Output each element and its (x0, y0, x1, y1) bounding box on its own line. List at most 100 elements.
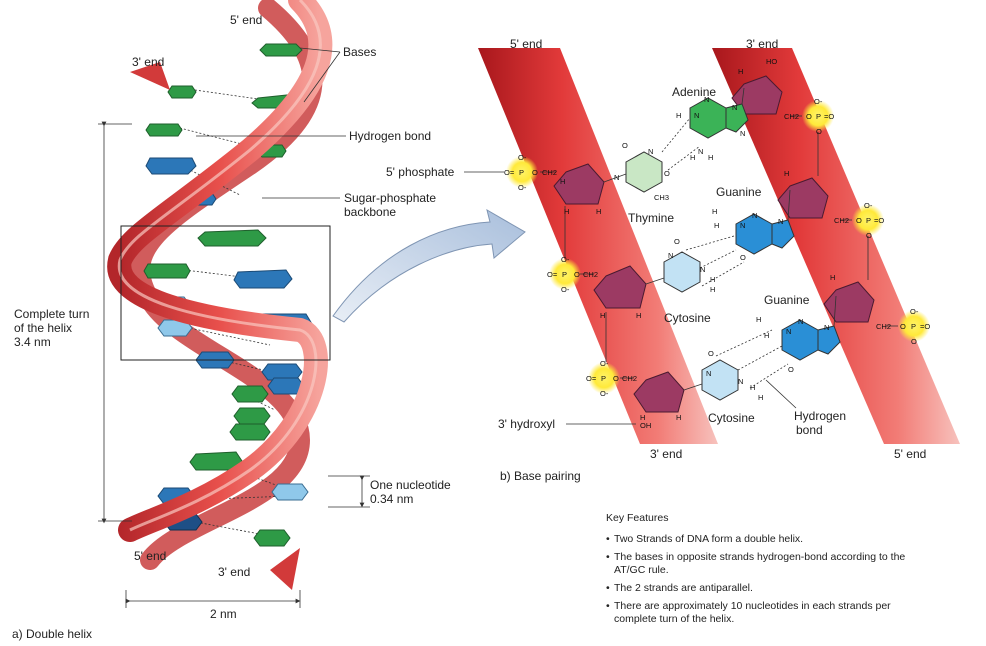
key-feature-item: Two Strands of DNA form a double helix. (606, 533, 906, 546)
zoom-box (120, 225, 331, 361)
base-green-block (253, 529, 291, 547)
base-blue-block (145, 157, 197, 175)
helix-top-5-end: 5' end (230, 13, 262, 27)
atom-h: H (750, 383, 755, 392)
hydrogen-bond-b-line1: Hydrogen (794, 409, 846, 423)
hydrogen-bonds (661, 117, 789, 389)
atom-p: P (562, 270, 567, 279)
right-backbone-strand (712, 48, 960, 444)
complete-turn-line3: 3.4 nm (14, 335, 51, 349)
right-backbone-bonds (790, 115, 898, 327)
helix-bottom-3-end: 3' end (218, 565, 250, 579)
atom-o: O (622, 141, 628, 150)
atom-h: H (708, 153, 713, 162)
atom-eq-o: =O (920, 322, 930, 331)
base-green-block (145, 123, 183, 137)
helix-bottom-5-end: 5' end (134, 549, 166, 563)
atom-h: H (764, 331, 769, 340)
width-label: 2 nm (210, 607, 237, 621)
nucleotide-line1: One nucleotide (370, 478, 451, 492)
atom-o: O (911, 337, 917, 346)
atom-ch3: CH3 (654, 193, 669, 202)
atom-n: N (752, 211, 757, 220)
sugars (553, 75, 875, 413)
atom-h: H (690, 153, 695, 162)
atom-n: N (614, 173, 619, 182)
backbone-label-line2: backbone (344, 205, 396, 219)
base-guanine-label-2: Guanine (764, 293, 810, 307)
phosphate-glow (549, 258, 581, 290)
atom-h: H (560, 177, 565, 186)
atom-p: P (816, 112, 821, 121)
width-dimension (125, 590, 301, 608)
atom-h: H (712, 207, 717, 216)
atom-h: H (784, 169, 789, 178)
atom-o: O (856, 216, 862, 225)
atom-o: O (613, 374, 619, 383)
backbone-label-line1: Sugar-phosphate (344, 191, 436, 205)
phosphate-glow (898, 310, 930, 342)
base-green-block (231, 385, 269, 403)
thymine-ring (625, 151, 663, 193)
key-feature-item: The bases in opposite strands hydrogen-b… (606, 551, 906, 577)
atom-ch2: CH2 (876, 322, 891, 331)
atom-n: N (798, 317, 803, 326)
atom-n: N (648, 147, 653, 156)
atom-h: H (564, 207, 569, 216)
atom-o-eq: O= (547, 270, 558, 279)
key-features-list: Two Strands of DNA form a double helix. … (606, 533, 906, 626)
atom-n: N (668, 251, 673, 260)
atom-ch2: CH2 (622, 374, 637, 383)
atom-n: N (740, 129, 745, 138)
strand-top-right-end: 3' end (746, 37, 778, 51)
atom-p: P (519, 168, 524, 177)
atom-h: H (758, 393, 763, 402)
key-features: Key Features Two Strands of DNA form a d… (606, 512, 906, 631)
sugar-ring (777, 177, 829, 219)
nucleotide-line2: 0.34 nm (370, 492, 413, 506)
atom-eq-o: =O (874, 216, 884, 225)
guanine-ring (735, 213, 773, 255)
atom-o: O (708, 349, 714, 358)
atom-n: N (786, 327, 791, 336)
phosphate-glow (852, 204, 884, 236)
atom-h: H (596, 207, 601, 216)
atom-o-minus: O- (910, 307, 919, 316)
atom-h: H (676, 111, 681, 120)
atom-o: O (866, 231, 872, 240)
atom-o: O (806, 112, 812, 121)
phosphate-glow (506, 156, 538, 188)
left-backbone-strand (478, 48, 718, 444)
hydrogen-bond-b-line2: bond (796, 423, 823, 437)
helix-top-3-end: 3' end (132, 55, 164, 69)
leader-lines-a (196, 47, 346, 199)
atom-oh: OH (640, 421, 651, 430)
guanine-ring (781, 319, 819, 361)
leader-lines-b (464, 171, 797, 425)
atom-p: P (866, 216, 871, 225)
base-blue-block (233, 269, 293, 289)
atom-n: N (738, 377, 743, 386)
atom-ho: HO (766, 57, 777, 66)
atom-o: O (740, 253, 746, 262)
nucleotide-dimension (328, 475, 370, 508)
hydrogen-bond-label: Hydrogen bond (349, 129, 431, 143)
atom-ch2: CH2 (583, 270, 598, 279)
base-green-block (259, 43, 303, 57)
sugar-ring (823, 281, 875, 323)
hydroxyl-label: 3' hydroxyl (498, 417, 555, 431)
atom-n: N (732, 103, 737, 112)
atom-n: N (824, 323, 829, 332)
base-green-block (233, 407, 271, 425)
atom-h: H (636, 311, 641, 320)
strand-top-left-end: 5' end (510, 37, 542, 51)
guanine-ring-five (771, 219, 795, 249)
atom-h: H (640, 413, 645, 422)
atom-o-minus: O- (600, 389, 609, 398)
atom-ch2: CH2 (834, 216, 849, 225)
atom-o-minus: O- (864, 201, 873, 210)
sugar-ring (731, 75, 783, 115)
guanine-ring-five (817, 325, 841, 355)
atom-p: P (911, 322, 916, 331)
base-green-block (229, 423, 271, 441)
